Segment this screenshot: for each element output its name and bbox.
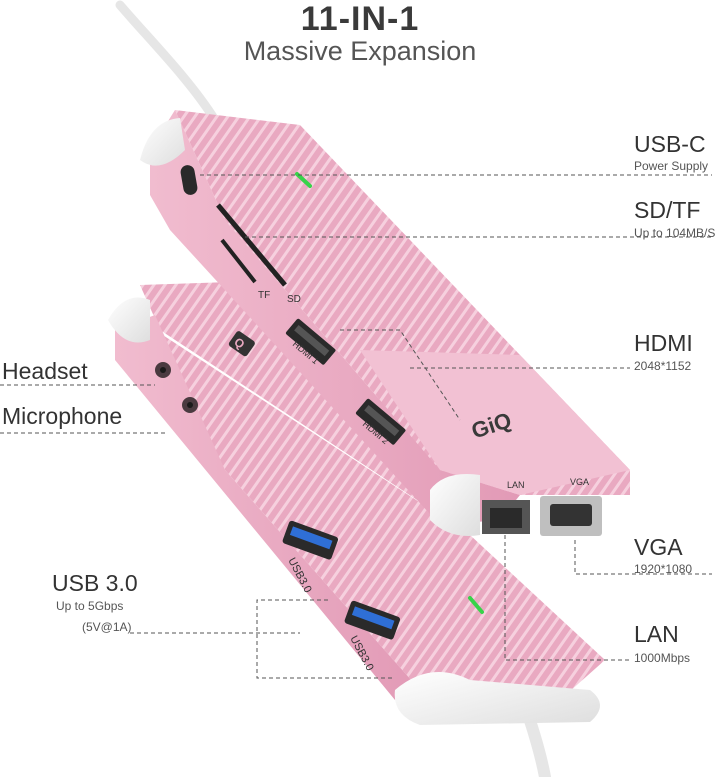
callout-usb30-title: USB 3.0 xyxy=(52,570,138,596)
usb-c-port-icon xyxy=(180,165,198,195)
brand-logo-small-icon xyxy=(228,331,255,357)
callout-hdmi-sub: 2048*1152 xyxy=(634,359,692,373)
page-title: 11-IN-1 xyxy=(300,0,420,38)
svg-text:SD: SD xyxy=(287,294,301,305)
callout-microphone-title: Microphone xyxy=(2,403,123,429)
callout-usbc-sub: Power Supply xyxy=(634,159,709,173)
callout-vga-sub: 1920*1080 xyxy=(634,562,693,576)
callout-lan-title: LAN xyxy=(634,621,679,647)
led-indicator-icon xyxy=(295,172,312,188)
led-indicator-icon xyxy=(468,596,484,614)
callout-sdtf-title: SD/TF xyxy=(634,197,701,223)
callout-headset-title: Headset xyxy=(2,358,88,384)
callout-vga-title: VGA xyxy=(634,534,683,560)
callout-sdtf-sub: Up to 104MB/S xyxy=(634,226,716,240)
callout-lines xyxy=(0,174,712,679)
hdmi-port-icon xyxy=(355,398,406,445)
cable-top xyxy=(115,0,220,125)
hdmi-port-icon xyxy=(285,318,336,365)
svg-text:TF: TF xyxy=(258,290,270,301)
callout-usb30-sub2: (5V@1A) xyxy=(82,620,132,634)
callout-hdmi-title: HDMI xyxy=(634,330,693,356)
page-subtitle: Massive Expansion xyxy=(243,36,477,66)
callout-usbc-title: USB-C xyxy=(634,131,706,157)
svg-text:LAN: LAN xyxy=(507,480,525,490)
usb-a-port-icon xyxy=(282,520,339,560)
tf-slot-icon xyxy=(220,238,257,284)
svg-text:VGA: VGA xyxy=(570,477,589,487)
upper-hub: TF SD HDMI 1 HDMI 2 GiQ LAN VGA xyxy=(140,110,630,536)
usb-a-port-icon xyxy=(344,600,401,640)
lower-hub: Q USB3.0 USB3.0 xyxy=(108,282,605,725)
callout-usb30-sub1: Up to 5Gbps xyxy=(56,599,124,613)
sd-slot-icon xyxy=(216,203,287,287)
callout-lan-sub: 1000Mbps xyxy=(634,651,691,665)
